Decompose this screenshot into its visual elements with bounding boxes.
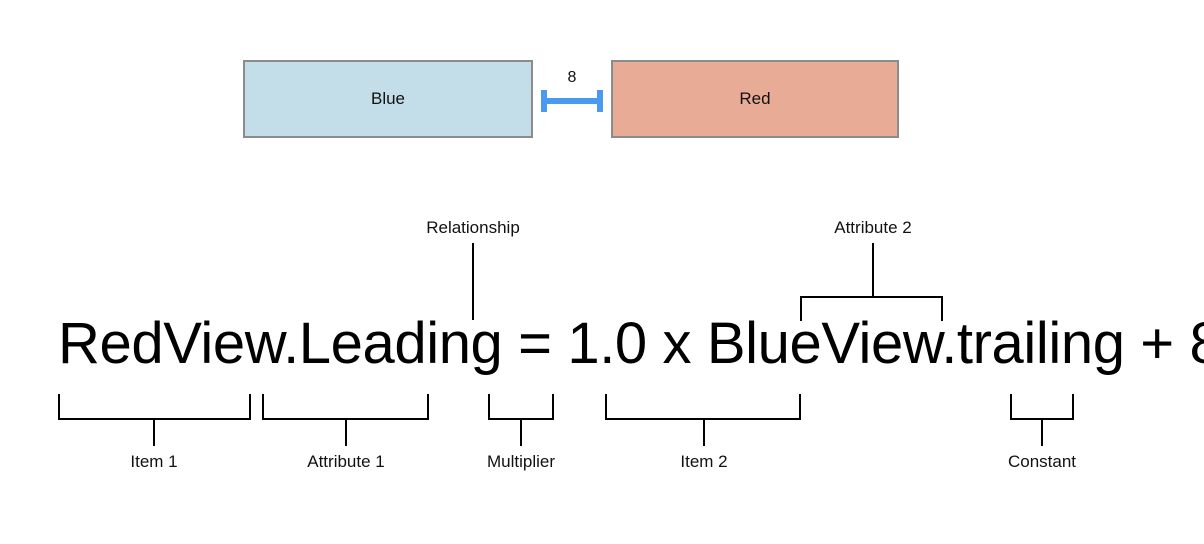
spacing-indicator: 8 [533,60,611,138]
leader-line-multiplier [520,418,522,446]
bracket-leg-right-item-1 [249,394,251,420]
bracket-leg-left-attribute-1 [262,394,264,420]
red-view-label: Red [739,89,771,108]
callout-label-attribute-2: Attribute 2 [834,218,912,237]
leader-line-item-2 [703,418,705,446]
equation-token-space-2 [552,311,568,376]
leader-line-attribute-1 [345,418,347,446]
leader-line-attribute-2 [872,243,874,297]
equation-token-attribute2: .trailing [941,311,1125,376]
bracket-top-attribute-2 [800,296,943,298]
spacing-cap-right-icon [597,90,603,112]
equation-token-times: x [662,311,692,376]
bracket-leg-left-constant [1010,394,1012,420]
equation-token-attribute1: .Leading [283,311,503,376]
bracket-leg-right-attribute-2 [941,296,943,321]
leader-line-item-1 [153,418,155,446]
spacing-value-label: 8 [567,69,577,86]
equation-token-space-5 [1125,311,1141,376]
equation-token-relationship: = [518,311,552,376]
equation-token-item2: BlueView [706,311,942,376]
blue-view-label: Blue [370,89,406,108]
equation-token-space-4 [691,311,707,376]
equation-token-space-1 [502,311,518,376]
red-view-box: Red [611,60,899,138]
callout-label-relationship: Relationship [426,218,520,237]
constraint-equation: RedView.Leading = 1.0 x BlueView.trailin… [58,310,1204,378]
equation-token-plus: + [1140,311,1174,376]
bracket-leg-right-multiplier [552,394,554,420]
leader-line-constant [1041,418,1043,446]
equation-token-multiplier: 1.0 [567,311,647,376]
leader-line-relationship [472,243,474,320]
callout-label-item-1: Item 1 [130,452,178,471]
bracket-leg-left-multiplier [488,394,490,420]
spacing-line-icon [541,98,603,104]
callout-label-constant: Constant [1007,452,1077,471]
equation-token-space-3 [647,311,663,376]
bracket-leg-right-attribute-1 [427,394,429,420]
equation-token-constant: 8.0 [1189,311,1204,376]
callout-label-item-2: Item 2 [680,452,728,471]
callout-label-multiplier: Multiplier [486,452,556,471]
bracket-leg-left-attribute-2 [800,296,802,321]
blue-view-box: Blue [243,60,533,138]
equation-token-item1: RedView [58,311,284,376]
callout-label-attribute-1: Attribute 1 [307,452,385,471]
bracket-leg-right-constant [1072,394,1074,420]
equation-token-space-6 [1174,311,1190,376]
bracket-leg-left-item-2 [605,394,607,420]
bracket-leg-right-item-2 [799,394,801,420]
bracket-leg-left-item-1 [58,394,60,420]
